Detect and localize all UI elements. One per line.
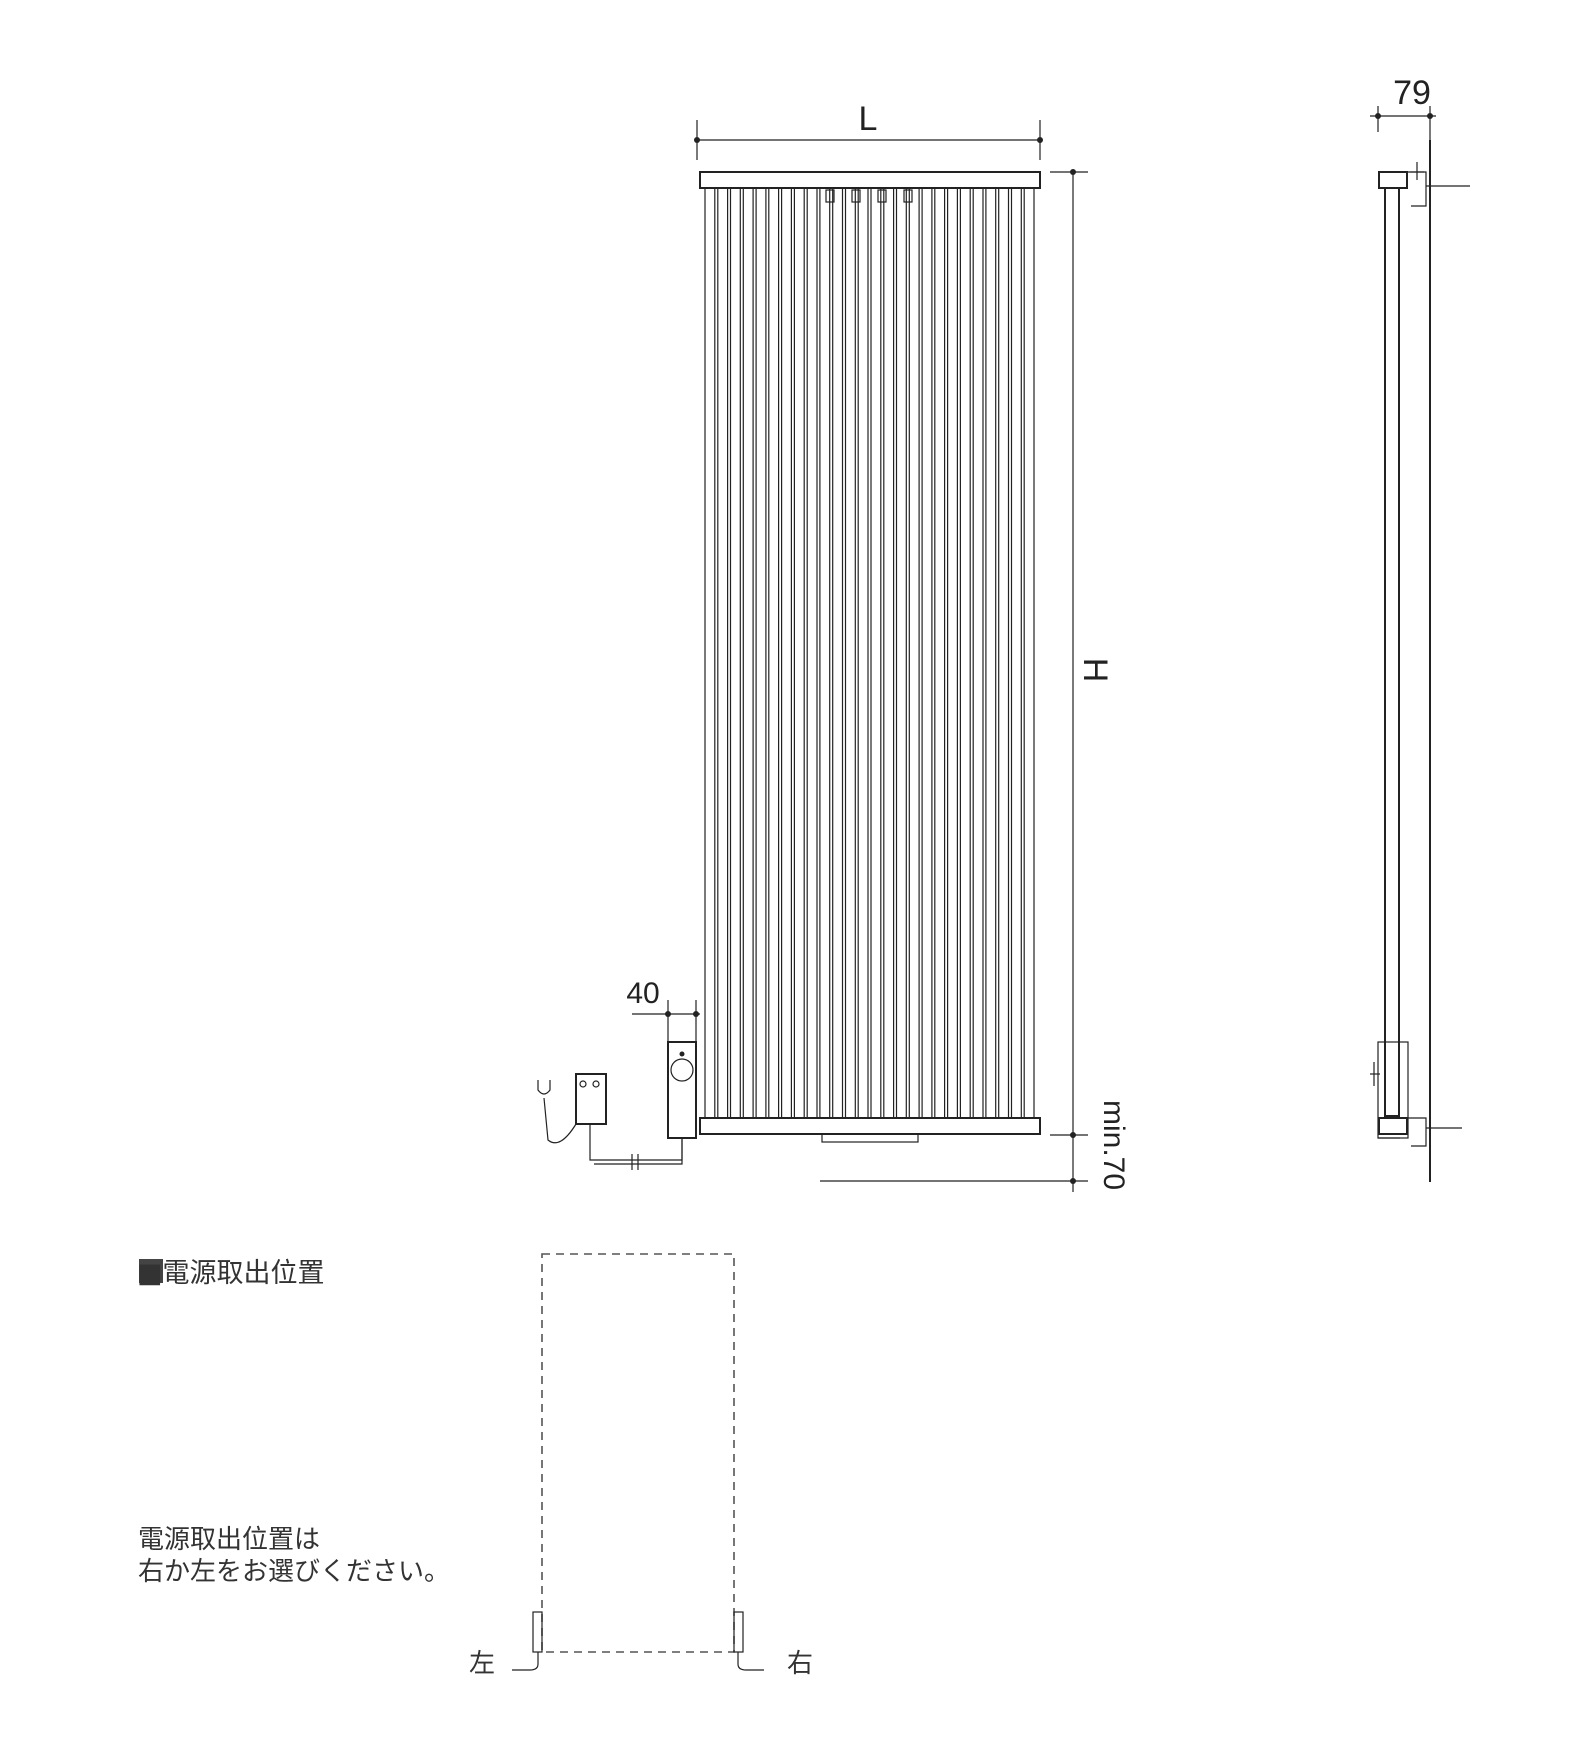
- wall-clips: [825, 189, 913, 203]
- power-position-note-line1: 電源取出位置は: [138, 1525, 320, 1555]
- side-view: 79: [1370, 74, 1470, 1182]
- radiator-tube: [742, 187, 754, 1119]
- power-position-heading: ■電源取出位置: [137, 1258, 325, 1289]
- power-cable: [537, 1073, 683, 1170]
- radiator-tube: [819, 187, 831, 1119]
- radiator-tube: [729, 187, 741, 1119]
- radiator-tubes: [704, 187, 1035, 1119]
- bottom-header-rail: [699, 1117, 1041, 1135]
- radiator-tube: [895, 187, 907, 1119]
- height-dimension: H: [1050, 169, 1114, 1138]
- radiator-tube: [755, 187, 767, 1119]
- depth-label: 79: [1393, 74, 1431, 112]
- radiator-tube: [883, 187, 895, 1119]
- controller-label: 40: [626, 977, 659, 1010]
- radiator-tube: [857, 187, 869, 1119]
- radiator-tube: [959, 187, 971, 1119]
- bottom-bracket: [821, 1133, 919, 1143]
- floor-clearance-dimension: min.70: [820, 1100, 1130, 1192]
- radiator-tube: [934, 187, 946, 1119]
- radiator-tube: [985, 187, 997, 1119]
- side-tube: [1384, 185, 1400, 1117]
- controller-dimension: 40: [626, 977, 700, 1030]
- radiator-tube: [768, 187, 780, 1119]
- heading-square-icon: [139, 1259, 163, 1283]
- radiator-tube: [704, 187, 716, 1119]
- height-label: H: [1076, 658, 1114, 683]
- radiator-tube: [1023, 187, 1035, 1119]
- radiator-tube: [946, 187, 958, 1119]
- depth-dimension: 79: [1370, 74, 1436, 142]
- radiator-tube: [780, 187, 792, 1119]
- radiator-tube: [717, 187, 729, 1119]
- front-view: L H min.70: [537, 100, 1130, 1192]
- right-label: 右: [787, 1649, 813, 1679]
- left-label: 左: [469, 1649, 495, 1679]
- power-position-section: ■電源取出位置 電源取出位置は 右か左をお選びください。 左 右: [137, 1253, 813, 1679]
- radiator-tube: [806, 187, 818, 1119]
- radiator-tube: [793, 187, 805, 1119]
- floor-clearance-label: min.70: [1097, 1100, 1130, 1190]
- controller-unit: [667, 1030, 697, 1139]
- radiator-tube: [908, 187, 920, 1119]
- radiator-tube: [844, 187, 856, 1119]
- left-outlet: 左: [469, 1611, 543, 1679]
- width-label: L: [859, 100, 878, 138]
- radiator-outline-dashed: [541, 1253, 735, 1653]
- radiator-tube: [870, 187, 882, 1119]
- power-position-note-line2: 右か左をお選びください。: [138, 1557, 450, 1587]
- top-header-rail: [699, 171, 1041, 189]
- radiator-tube: [1010, 187, 1022, 1119]
- right-outlet: 右: [733, 1611, 813, 1679]
- radiator-tube: [921, 187, 933, 1119]
- radiator-tube: [972, 187, 984, 1119]
- width-dimension: L: [694, 100, 1043, 160]
- radiator-tube: [832, 187, 844, 1119]
- radiator-tube: [998, 187, 1010, 1119]
